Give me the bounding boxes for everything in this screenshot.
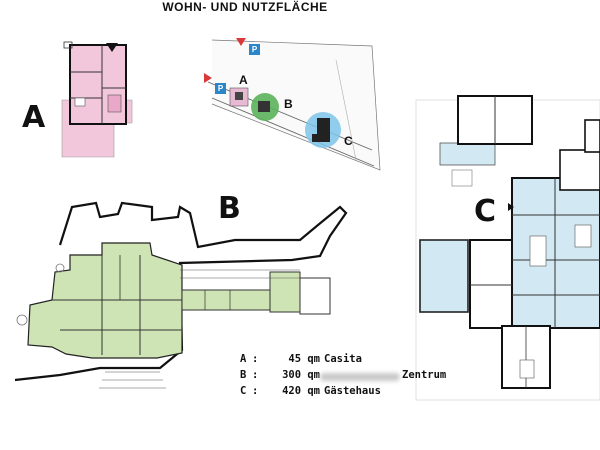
redacted-text xyxy=(320,373,400,381)
legend-letter: A xyxy=(240,353,247,365)
legend-letter: C xyxy=(240,385,247,397)
plan-b-zentrum xyxy=(14,201,348,389)
site-plan xyxy=(204,38,381,171)
plan-a-casita xyxy=(61,41,133,158)
legend-colon: : xyxy=(252,369,259,381)
parking-icon: P xyxy=(249,44,260,55)
page-title: WOHN- UND NUTZFLÄCHE xyxy=(162,0,328,14)
plan-c-label: C xyxy=(474,194,497,229)
legend-colon: : xyxy=(252,385,259,397)
legend-area: 45 qm xyxy=(288,353,320,365)
plan-a-label: A xyxy=(22,100,46,135)
legend-name: Casita xyxy=(324,353,362,365)
site-label-c: C xyxy=(344,134,353,148)
legend-colon: : xyxy=(252,353,259,365)
legend-name: Gästehaus xyxy=(324,385,381,397)
legend-name: Zentrum xyxy=(402,369,447,381)
legend-area: 420 qm xyxy=(282,385,320,397)
site-label-a: A xyxy=(239,73,248,87)
site-label-b: B xyxy=(284,97,293,111)
plan-c-gaestehaus xyxy=(415,95,600,401)
legend-letter: B xyxy=(240,369,247,381)
legend-area: 300 qm xyxy=(282,369,320,381)
plan-b-label: B xyxy=(218,191,241,226)
parking-icon: P xyxy=(215,83,226,94)
